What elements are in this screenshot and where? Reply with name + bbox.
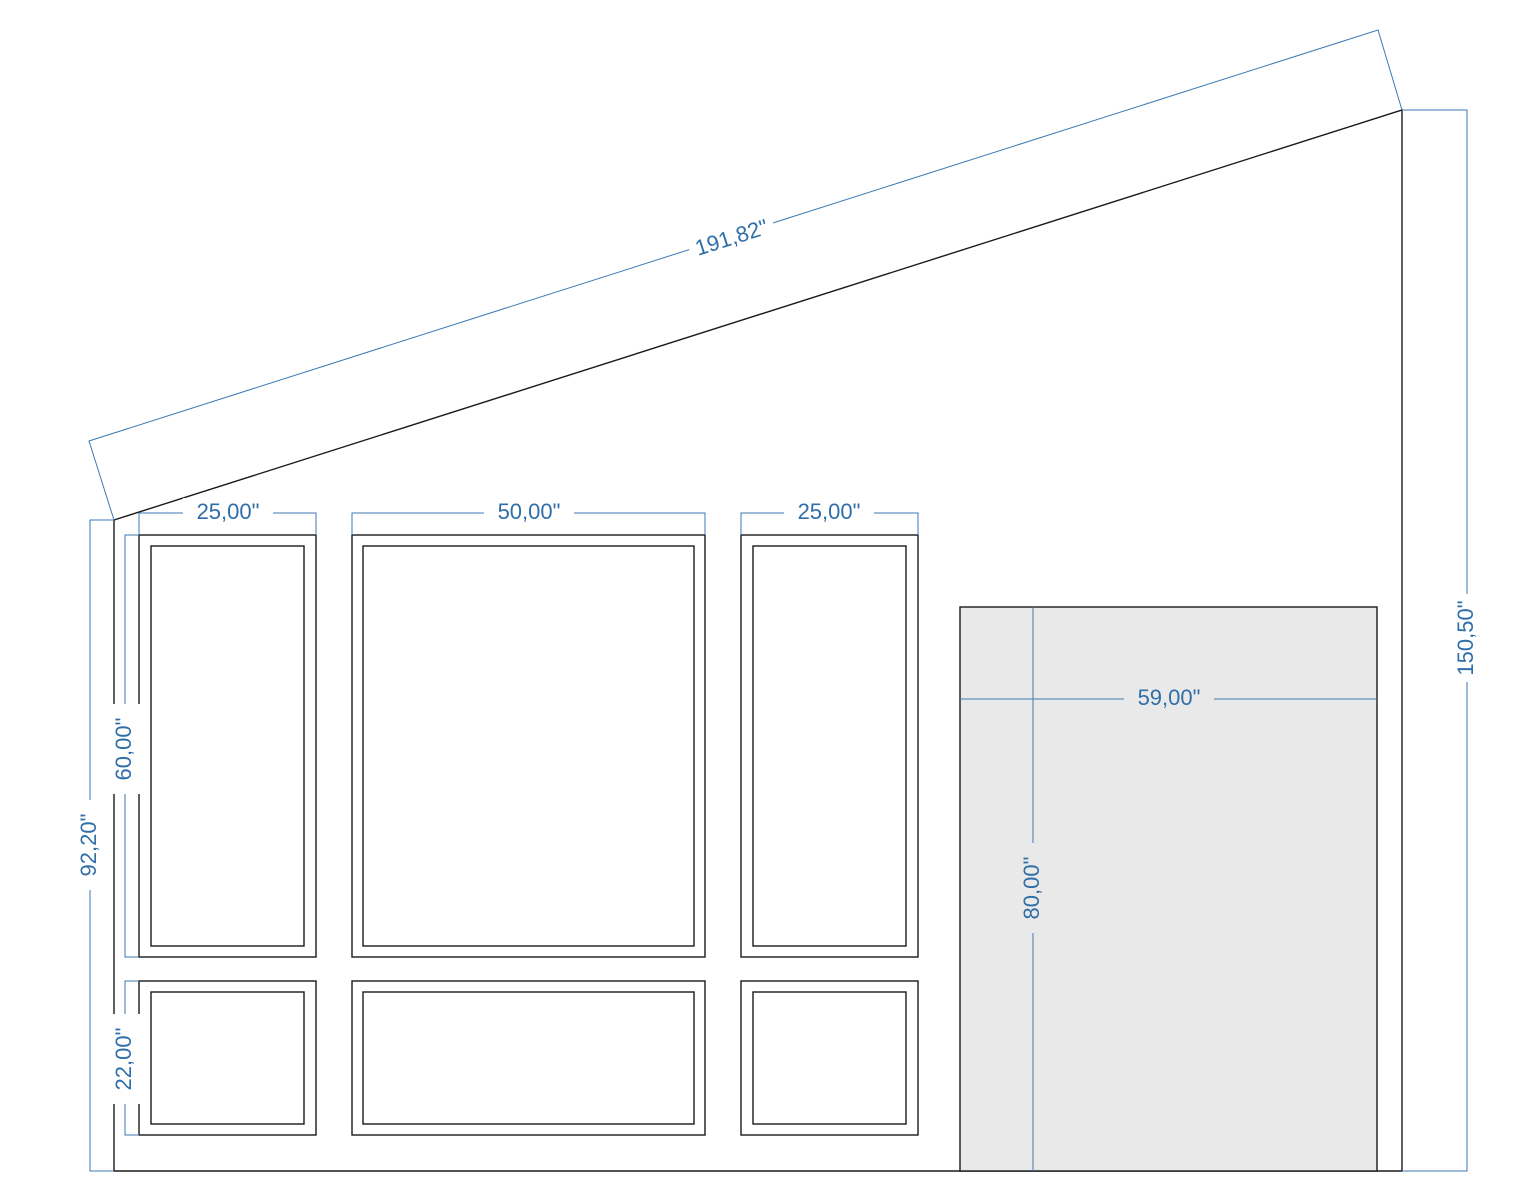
door-width-dimension: 59,00"	[960, 684, 1377, 714]
left-height-label: 92,20"	[76, 814, 101, 877]
panel-left-width-label: 25,00"	[197, 499, 260, 524]
upper-panel-center-outer	[351, 534, 706, 958]
upper-panel-left-outer	[138, 534, 317, 958]
lower-panel-center-inner	[362, 991, 695, 1125]
lower-panel-left-outer	[138, 980, 317, 1136]
right-height-dimension: 150,50"	[1402, 109, 1482, 1172]
lower-panel-center-outer	[351, 980, 706, 1136]
upper-panel-height-label: 60,00"	[111, 718, 136, 781]
upper-panel-height-dimension: 60,00"	[110, 534, 140, 958]
panel-center-width-label: 50,00"	[498, 499, 561, 524]
upper-panel-left-inner	[150, 545, 305, 947]
right-height-label: 150,50"	[1453, 600, 1478, 675]
upper-panel-right-inner	[752, 545, 907, 947]
door-height-dimension: 80,00"	[1018, 607, 1048, 1171]
upper-panel-center-inner	[362, 545, 695, 947]
panel-right-width-label: 25,00"	[798, 499, 861, 524]
left-height-dimension: 92,20"	[75, 519, 114, 1172]
upper-panel-right-outer	[740, 534, 919, 958]
lower-panel-left-inner	[150, 991, 305, 1125]
panel-left-width-dimension: 25,00"	[138, 498, 317, 535]
lower-panel-height-dimension: 22,00"	[110, 980, 140, 1136]
lower-panel-right-outer	[740, 980, 919, 1136]
slope-dimension: 191,82"	[88, 29, 1403, 521]
panel-center-width-dimension: 50,00"	[351, 498, 706, 535]
lower-panel-height-label: 22,00"	[111, 1028, 136, 1091]
lower-panel-right-inner	[752, 991, 907, 1125]
door-height-label: 80,00"	[1019, 857, 1044, 920]
door-width-label: 59,00"	[1138, 685, 1201, 710]
panel-right-width-dimension: 25,00"	[740, 498, 919, 535]
